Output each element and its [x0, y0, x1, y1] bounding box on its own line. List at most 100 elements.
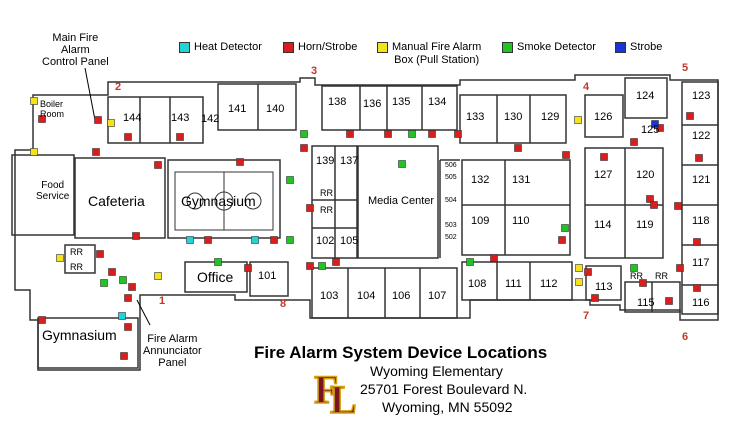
horn-strobe-marker	[204, 236, 212, 244]
room-506: 506	[445, 162, 457, 169]
horn-strobe-marker	[132, 232, 140, 240]
horn-strobe-marker	[384, 130, 392, 138]
room-138: 138	[328, 96, 347, 108]
room-129: 129	[541, 111, 560, 123]
callout-line: Control Panel	[42, 56, 109, 68]
room-123: 123	[692, 90, 711, 102]
room-116: 116	[692, 297, 710, 309]
pull-station-marker	[30, 97, 38, 105]
horn-strobe-marker	[306, 204, 314, 212]
callout-line: Fire Alarm	[147, 333, 198, 345]
room-113: 113	[595, 281, 613, 293]
food-service-label: Food Service	[36, 180, 69, 202]
horn-strobe-marker	[270, 236, 278, 244]
exit-8: 8	[280, 298, 287, 310]
room-108: 108	[468, 278, 487, 290]
horn-strobe-marker	[514, 144, 522, 152]
smoke-detector-marker	[100, 279, 108, 287]
area-line: Boiler	[40, 99, 64, 109]
room-104: 104	[357, 290, 376, 302]
room-124: 124	[636, 90, 655, 102]
exit-5: 5	[682, 62, 689, 74]
area-line: Room	[40, 109, 65, 119]
smoke-detector-swatch	[502, 42, 513, 53]
horn-strobe-marker	[686, 112, 694, 120]
horn-strobe-marker	[674, 202, 682, 210]
room-141: 141	[228, 103, 247, 115]
room-121: 121	[692, 174, 711, 186]
room-131: 131	[512, 174, 531, 186]
restroom-label: RR	[630, 271, 643, 281]
callout-line: Alarm	[60, 44, 90, 56]
room-132: 132	[471, 174, 490, 186]
smoke-detector-marker	[466, 258, 474, 266]
room-133: 133	[466, 111, 485, 123]
area-line: Food	[41, 180, 65, 191]
smoke-detector-marker	[398, 160, 406, 168]
strobe-marker	[651, 120, 659, 128]
legend-label: Strobe	[630, 41, 663, 53]
legend-label: Manual Fire Alarm	[392, 41, 482, 53]
office-label: Office	[197, 269, 234, 285]
horn-strobe-marker	[490, 254, 498, 262]
exit-7: 7	[583, 310, 590, 322]
legend-label: Smoke Detector	[517, 41, 596, 53]
pull-station-marker	[575, 264, 583, 272]
room-130: 130	[504, 111, 523, 123]
horn-strobe-marker	[591, 294, 599, 302]
heat-detector-marker	[186, 236, 194, 244]
legend-label: Heat Detector	[194, 41, 262, 53]
svg-text:L: L	[330, 377, 357, 415]
room-109: 109	[471, 215, 490, 227]
room-142: 142	[201, 113, 220, 125]
smoke-detector-marker	[300, 130, 308, 138]
building-outline	[14, 74, 719, 371]
horn-strobe-marker	[306, 262, 314, 270]
room-127: 127	[594, 169, 613, 181]
horn-strobe-marker	[38, 316, 46, 324]
exit-3: 3	[311, 65, 318, 77]
restroom-label: RR	[70, 247, 83, 257]
legend-label-2: Box (Pull Station)	[394, 54, 480, 66]
horn-strobe-marker	[562, 151, 570, 159]
legend-pull: Manual Fire Alarm Box (Pull Station)	[377, 41, 481, 67]
school-name: Wyoming Elementary	[370, 363, 503, 379]
room-136: 136	[363, 98, 382, 110]
horn-strobe-marker	[600, 153, 608, 161]
room-107: 107	[428, 290, 447, 302]
pull-station-marker	[107, 119, 115, 127]
horn-strobe-marker	[695, 154, 703, 162]
smoke-detector-marker	[286, 236, 294, 244]
horn-strobe-marker	[332, 258, 340, 266]
restroom-label: RR	[320, 188, 333, 198]
room-114: 114	[594, 219, 612, 231]
callout-line: Main Fire	[52, 32, 99, 44]
callout-line: Annunciator	[143, 345, 202, 357]
horn-strobe-marker	[693, 238, 701, 246]
horn-strobe-marker	[236, 158, 244, 166]
smoke-detector-marker	[630, 264, 638, 272]
heat-detector-marker	[251, 236, 259, 244]
horn-strobe-marker	[346, 130, 354, 138]
restroom-label: RR	[320, 205, 333, 215]
school-city: Wyoming, MN 55092	[382, 399, 513, 415]
room-122: 122	[692, 130, 711, 142]
smoke-detector-marker	[318, 262, 326, 270]
heat-detector-swatch	[179, 42, 190, 53]
room-103: 103	[320, 290, 339, 302]
school-street: 25701 Forest Boulevard N.	[360, 381, 528, 397]
horn-strobe-marker	[96, 250, 104, 258]
room-143: 143	[171, 112, 190, 124]
room-140: 140	[266, 103, 285, 115]
room-125: 125	[641, 124, 660, 136]
horn-strobe-marker	[650, 201, 658, 209]
horn-strobe-swatch	[283, 42, 294, 53]
room-502: 502	[445, 234, 457, 241]
horn-strobe-marker	[38, 115, 46, 123]
room-505: 505	[445, 174, 457, 181]
annunciator-callout: Fire Alarm Annunciator Panel	[143, 333, 202, 369]
pull-station-marker	[30, 148, 38, 156]
smoke-detector-marker	[119, 276, 127, 284]
gymnasium-main-label: Gymnasium	[181, 193, 256, 209]
